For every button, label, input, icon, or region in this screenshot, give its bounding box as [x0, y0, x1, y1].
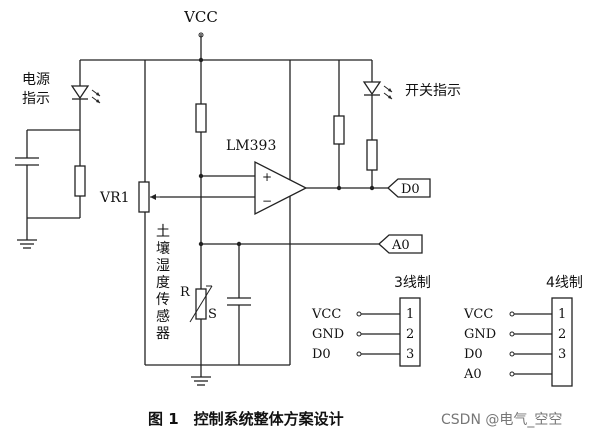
capacitor-icon	[15, 157, 39, 166]
a0-port-label: A0	[391, 238, 410, 253]
lm393-label: LM393	[226, 138, 276, 154]
vcc-terminal-icon	[198, 32, 204, 38]
connector4-pin1: 1	[558, 307, 566, 322]
connector3-gnd: GND	[312, 327, 344, 342]
connector4-a0: A0	[463, 367, 482, 382]
power-led-label-line1: 电源	[22, 72, 50, 88]
pullup-resistor-icon	[195, 103, 207, 133]
vcc-top-label: VCC	[183, 8, 218, 26]
connector4-gnd: GND	[464, 327, 496, 342]
opamp-minus: −	[262, 194, 272, 208]
connector4-title: 4线制	[546, 275, 583, 291]
power-led-icon	[70, 85, 101, 104]
switch-led-resistor-icon	[366, 139, 378, 171]
connector3-title: 3线制	[394, 275, 431, 291]
d0-port: D0	[387, 178, 431, 198]
connector3-d0: D0	[312, 347, 331, 362]
switch-led-icon	[362, 81, 393, 100]
watermark: CSDN @电气_空空	[441, 412, 562, 428]
power-led-label-line2: 指示	[22, 91, 50, 107]
connector4-pin3: 3	[558, 347, 566, 362]
sensor-s-label: S	[208, 307, 217, 322]
connector3-pin1: 1	[406, 307, 414, 322]
power-led-label: 电源 指示	[22, 72, 54, 107]
switch-led-label: 开关指示	[405, 83, 461, 99]
opamp-plus: +	[262, 170, 272, 184]
connector4-body	[551, 297, 573, 387]
opamp-icon: + −	[254, 160, 308, 216]
power-led-resistor-icon	[74, 165, 86, 197]
ground-icon-left	[17, 239, 37, 249]
vr1-label: VR1	[99, 190, 130, 206]
connector4-pin2: 2	[558, 327, 566, 342]
sensor-label: 土 壤 湿 度 传 感 器	[156, 224, 174, 342]
ground-icon-bottom	[191, 376, 211, 386]
connector3-vcc: VCC	[311, 307, 341, 322]
connector4-d0: D0	[464, 347, 483, 362]
a0-port: A0	[378, 234, 423, 254]
output-resistor-icon	[333, 115, 345, 145]
potentiometer-icon	[138, 181, 160, 213]
sensor-r-label: R	[180, 285, 191, 300]
connector3-pin2: 2	[406, 327, 414, 342]
figure-caption: 图 1 控制系统整体方案设计	[148, 410, 344, 428]
d0-port-label: D0	[401, 182, 420, 197]
connector3-pin3: 3	[406, 347, 414, 362]
connector4-vcc: VCC	[463, 307, 493, 322]
capacitor-icon-a0	[227, 297, 251, 306]
connector3-body	[399, 297, 421, 367]
